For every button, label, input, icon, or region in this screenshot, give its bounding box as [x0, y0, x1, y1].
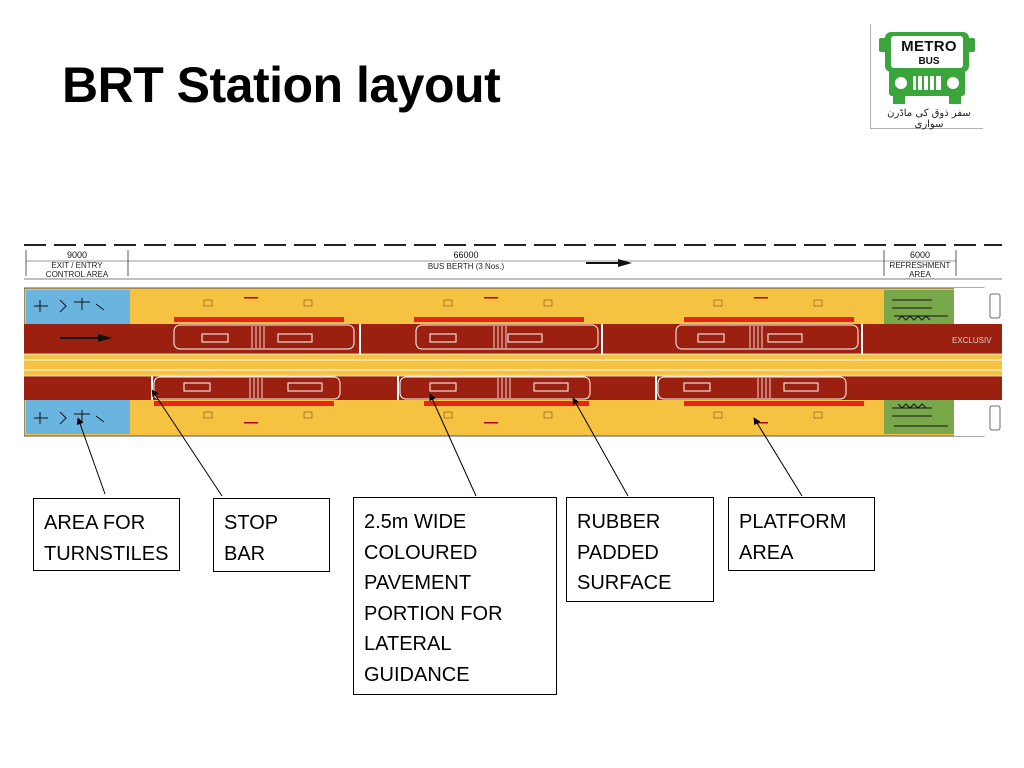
- arrow-platform: [753, 417, 803, 497]
- bus-lane-bottom: [24, 376, 1002, 400]
- bus-outline: [173, 324, 355, 350]
- callout-stop-bar: STOP BAR: [213, 498, 330, 572]
- logo-tagline: سفر ذوق کی ماڈرن سواری: [887, 108, 971, 130]
- entry-area-top: [26, 290, 130, 324]
- dim-label-refreshment-2: AREA: [909, 270, 931, 279]
- dim-value-entry: 9000: [67, 250, 87, 260]
- rubber-strip: [684, 401, 864, 406]
- callout-platform: PLATFORM AREA: [728, 497, 875, 571]
- page-title: BRT Station layout: [62, 57, 501, 113]
- bus-outline: [153, 376, 341, 400]
- arrow-pavement: [429, 393, 477, 497]
- callout-turnstiles: AREA FOR TURNSTILES: [33, 498, 180, 571]
- arrow-rubber: [572, 397, 629, 497]
- station-plan: 9000 EXIT / ENTRY CONTROL AREA 66000 BUS…: [24, 244, 1002, 437]
- dim-label-berth: BUS BERTH (3 Nos.): [428, 262, 505, 271]
- lane-label: EXCLUSIV: [952, 336, 992, 345]
- rubber-strip: [154, 401, 334, 406]
- bus-outline: [415, 324, 599, 350]
- metro-bus-logo: METRO BUS سفر ذوق کی ماڈرن سواری: [870, 24, 983, 130]
- dim-label-entry-1: EXIT / ENTRY: [51, 261, 103, 270]
- rubber-strip: [414, 317, 584, 322]
- rubber-strip: [684, 317, 854, 322]
- logo-metro-text: METRO: [901, 38, 957, 55]
- rubber-strip: [424, 401, 589, 406]
- dim-label-refreshment-1: REFRESHMENT: [890, 261, 951, 270]
- refreshment-area-bottom: [884, 400, 954, 434]
- bus-outline: [399, 376, 591, 400]
- bus-outline: [675, 324, 859, 350]
- dim-value-berth: 66000: [453, 250, 478, 260]
- bus-outline: [657, 376, 847, 400]
- arrow-stop-bar: [151, 389, 223, 497]
- rubber-strip: [174, 317, 344, 322]
- entry-area-bottom: [26, 400, 130, 434]
- dim-value-refreshment: 6000: [910, 250, 930, 260]
- arrow-turnstiles: [76, 417, 106, 495]
- refreshment-area-top: [884, 290, 954, 324]
- bus-logo-icon: [879, 32, 975, 104]
- dim-label-entry-2: CONTROL AREA: [46, 270, 109, 279]
- callout-pavement: 2.5m WIDE COLOURED PAVEMENT PORTION FOR …: [353, 497, 557, 695]
- callout-rubber: RUBBER PADDED SURFACE: [566, 497, 714, 602]
- logo-bus-text: BUS: [918, 56, 940, 67]
